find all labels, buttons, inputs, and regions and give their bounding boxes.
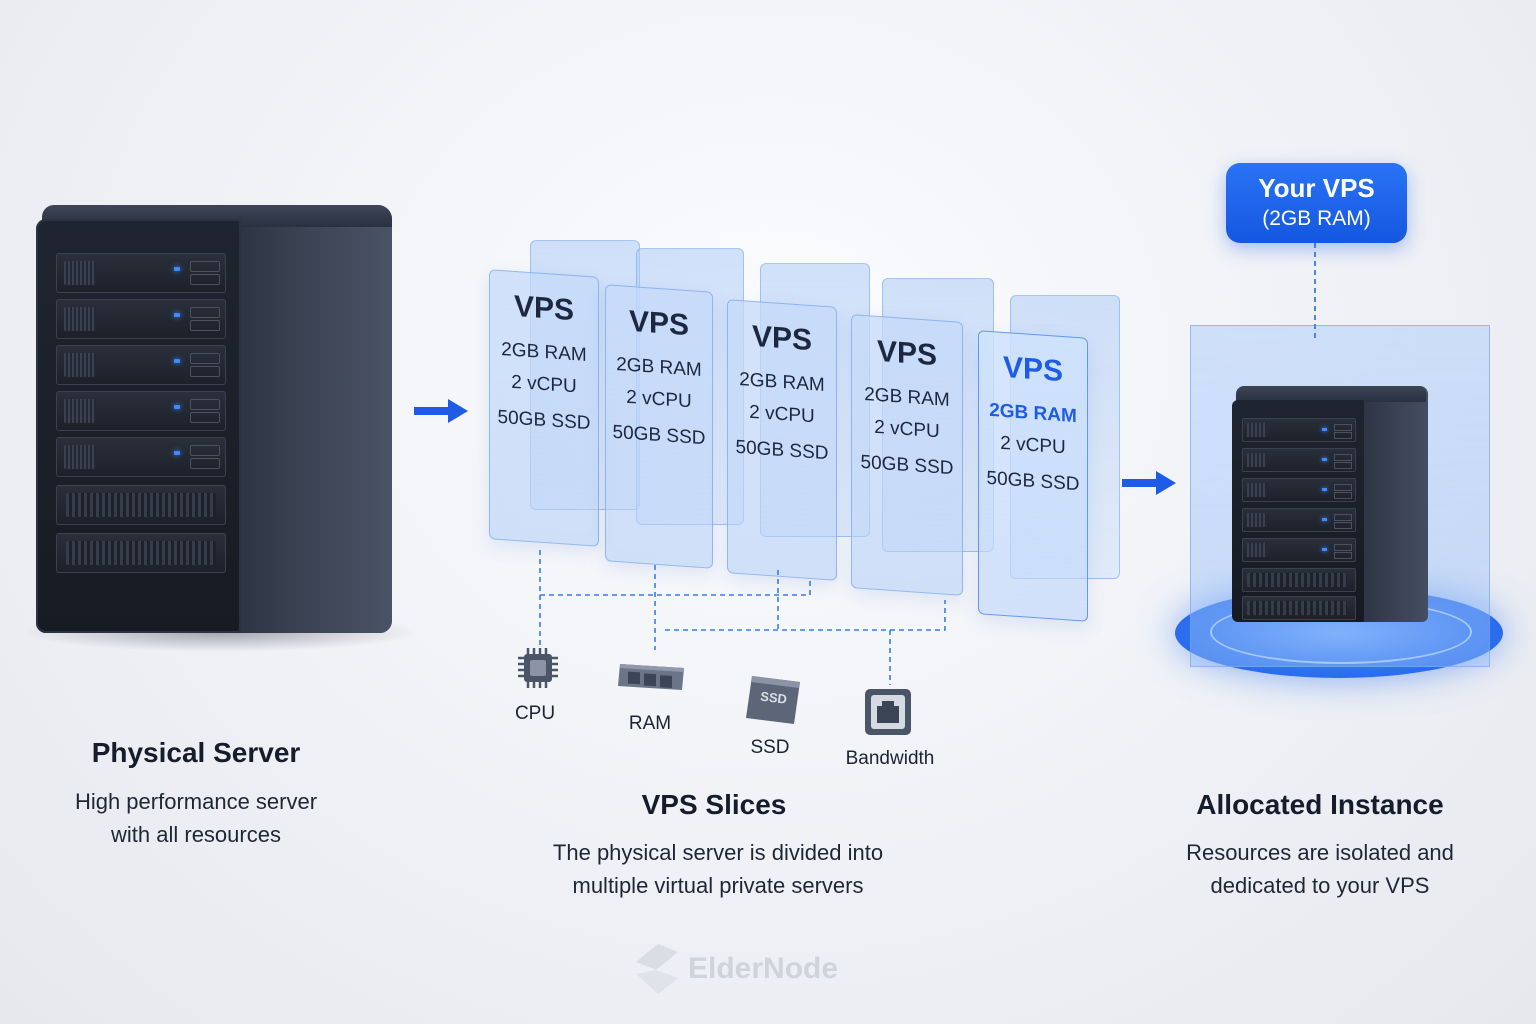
network-port-icon [865, 689, 911, 735]
vps-slice-ram: 2GB RAM [864, 384, 950, 411]
resource-label-ram: RAM [628, 713, 672, 734]
eldernode-logo-icon [636, 944, 678, 994]
ssd-chip-text: SSD [759, 689, 787, 707]
vps-slice-cpu: 2 vCPU [874, 416, 940, 443]
vps-slice-ram: 2GB RAM [739, 369, 825, 396]
vps-slice-1: VPS 2GB RAM 2 vCPU 50GB SSD [489, 269, 599, 547]
vps-slice-cpu: 2 vCPU [749, 401, 815, 428]
resource-label-cpu: CPU [514, 703, 556, 724]
arrow-right-icon [414, 399, 468, 423]
vps-slice-disk: 50GB SSD [497, 406, 591, 435]
vps-slice-name: VPS [876, 334, 938, 373]
vps-slice-2: VPS 2GB RAM 2 vCPU 50GB SSD [605, 284, 713, 569]
badge-connector [1314, 243, 1316, 338]
vps-slice-disk: 50GB SSD [612, 421, 706, 450]
ssd-drive-icon: SSD [746, 676, 800, 724]
eldernode-logo-text: ElderNode [688, 952, 839, 985]
vps-slice-disk: 50GB SSD [735, 436, 829, 465]
vps-slice-cpu: 2 vCPU [511, 371, 577, 398]
vps-slice-name: VPS [513, 289, 575, 328]
resource-label-ssd: SSD [750, 737, 790, 758]
resource-label-bandwidth: Bandwidth [845, 748, 935, 769]
vps-slice-ram: 2GB RAM [501, 339, 587, 366]
vps-slice-cpu: 2 vCPU [1000, 432, 1066, 459]
vps-slice-disk: 50GB SSD [986, 467, 1080, 496]
badge-title: Your VPS [1258, 173, 1375, 203]
physical-server-illustration [36, 205, 392, 633]
cpu-chip-icon [518, 648, 558, 688]
vps-slice-ram: 2GB RAM [616, 354, 702, 381]
vps-slice-3: VPS 2GB RAM 2 vCPU 50GB SSD [727, 299, 837, 581]
vps-slice-ram: 2GB RAM [989, 399, 1077, 428]
physical-server-description: High performance server with all resourc… [74, 789, 318, 847]
allocated-instance-description: Resources are isolated and dedicated to … [1186, 840, 1454, 898]
vps-slice-name: VPS [628, 304, 690, 343]
vps-slices-title: VPS Slices [641, 789, 787, 820]
arrow-right-icon [1122, 471, 1176, 495]
your-vps-badge: Your VPS (2GB RAM) [1226, 163, 1407, 243]
vps-slice-name: VPS [751, 319, 813, 358]
allocated-server-illustration [1232, 386, 1428, 622]
eldernode-logo: ElderNode [632, 940, 862, 1000]
vps-slice-5: VPS 2GB RAM 2 vCPU 50GB SSD [978, 330, 1088, 622]
badge-subtitle: (2GB RAM) [1262, 207, 1371, 230]
vps-slice-disk: 50GB SSD [860, 451, 954, 480]
vps-slice-cpu: 2 vCPU [626, 386, 692, 413]
vps-slices-description: The physical server is divided into mult… [552, 840, 884, 898]
ram-module-icon [618, 664, 684, 690]
physical-server-title: Physical Server [91, 737, 301, 768]
allocated-instance-title: Allocated Instance [1196, 789, 1444, 820]
resource-connectors [539, 550, 946, 685]
vps-slice-name: VPS [1002, 350, 1064, 389]
